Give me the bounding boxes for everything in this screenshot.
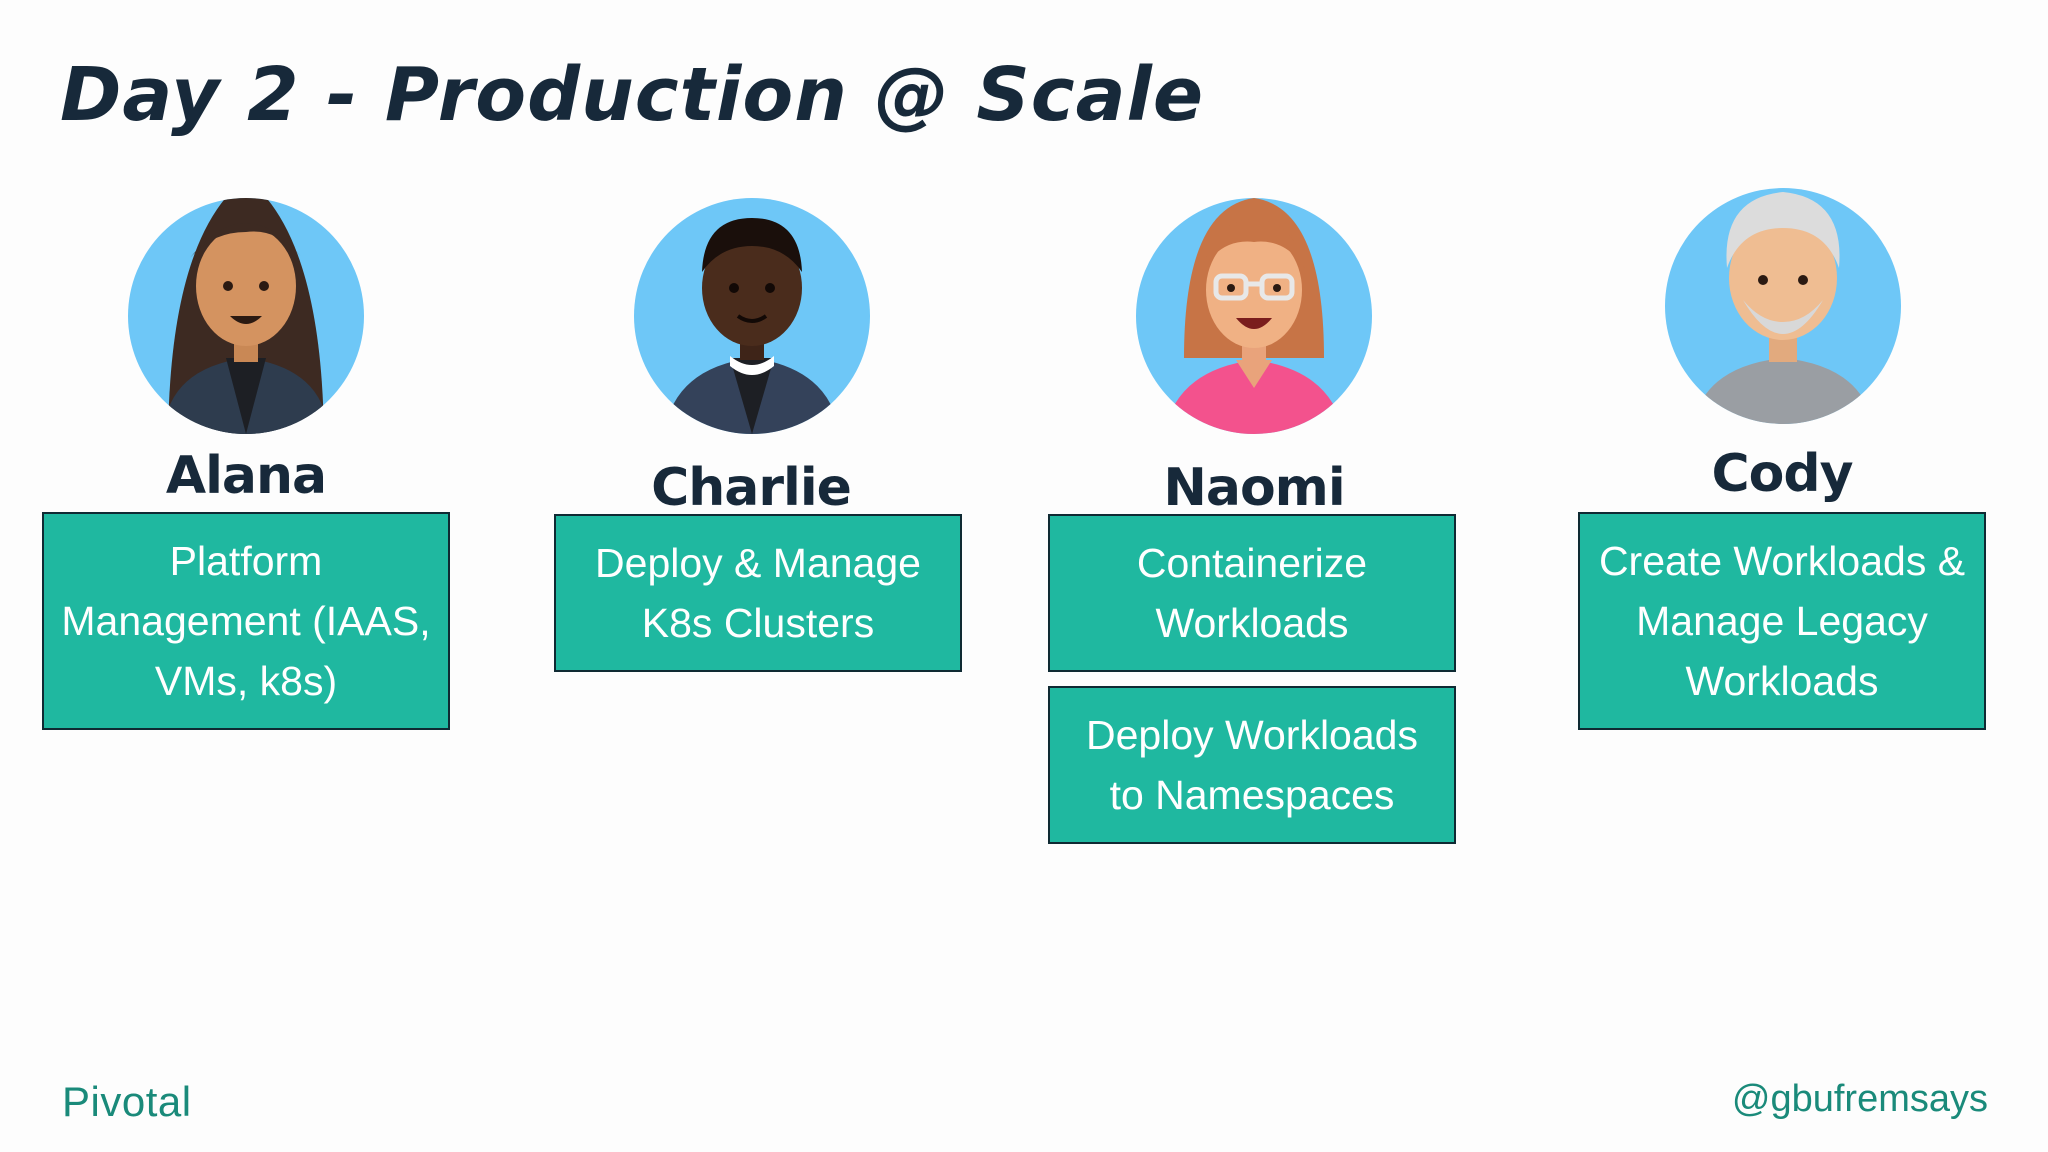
task-box-deploy-workloads-namespaces: Deploy Workloads to Namespaces xyxy=(1048,686,1456,844)
persona-name-cody: Cody xyxy=(1711,444,1853,504)
man-grey-beard-avatar-icon xyxy=(1665,188,1901,424)
task-box-containerize-workloads: Containerize Workloads xyxy=(1048,514,1456,672)
task-box-deploy-manage-clusters: Deploy & Manage K8s Clusters xyxy=(554,514,962,672)
persona-name-naomi: Naomi xyxy=(1163,458,1345,518)
pivotal-logo: Pivotal xyxy=(62,1078,192,1125)
woman-glasses-avatar-icon xyxy=(1136,198,1372,434)
task-box-platform-management: Platform Management (IAAS, VMs, k8s) xyxy=(42,512,450,730)
woman-long-dark-hair-avatar-icon xyxy=(128,198,364,434)
slide-title: Day 2 - Production @ Scale xyxy=(60,52,1205,138)
twitter-handle: @gbufremsays xyxy=(1731,1078,1988,1120)
persona-name-alana: Alana xyxy=(165,446,327,506)
man-dark-skin-avatar-icon xyxy=(634,198,870,434)
task-box-create-manage-workloads: Create Workloads & Manage Legacy Workloa… xyxy=(1578,512,1986,730)
persona-name-charlie: Charlie xyxy=(651,458,852,518)
